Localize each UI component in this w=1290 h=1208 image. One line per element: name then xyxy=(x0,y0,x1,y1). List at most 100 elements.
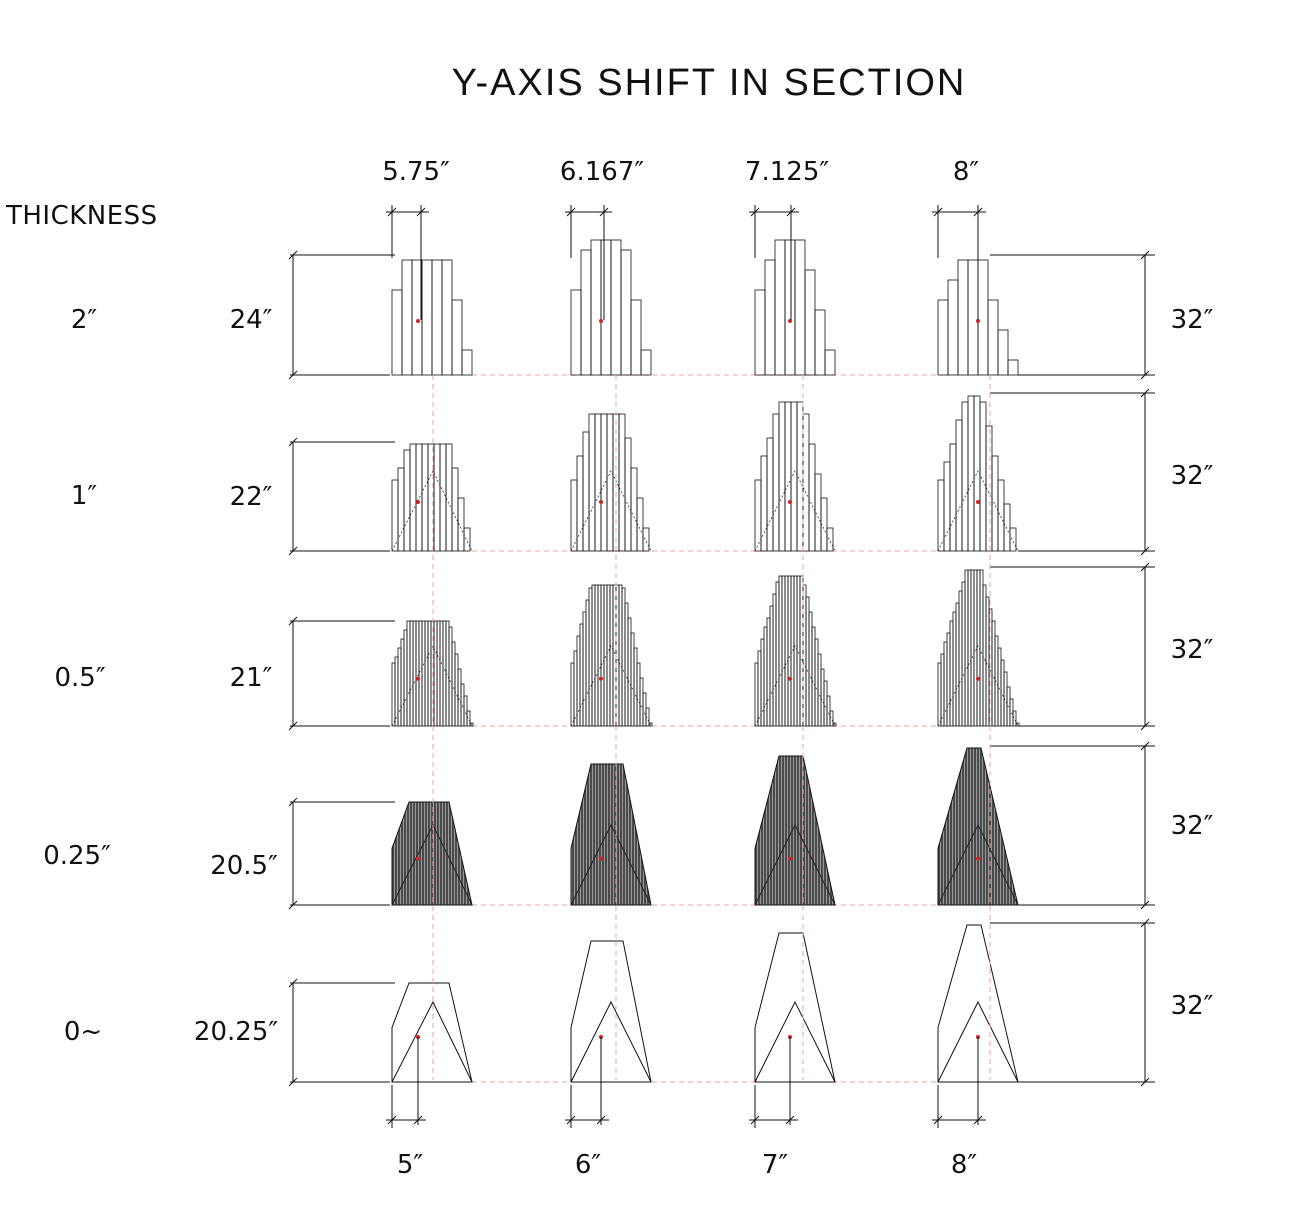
section-slat xyxy=(441,259,453,376)
inner-triangle xyxy=(937,470,1019,552)
dimension-tick xyxy=(1140,918,1150,928)
centroid-dot xyxy=(599,499,603,504)
section-slat xyxy=(952,611,957,727)
top-dimension-label: 6.167″ xyxy=(559,157,645,187)
section-slat xyxy=(451,299,463,376)
section-slat xyxy=(817,653,822,727)
right-height-label: 32″ xyxy=(1170,811,1214,841)
section-slat xyxy=(961,401,969,552)
section-slat xyxy=(808,611,813,727)
dimension-tick xyxy=(288,437,298,447)
left-height-label: 24″ xyxy=(229,305,273,335)
section-slat xyxy=(790,575,795,727)
section-slat xyxy=(433,443,441,552)
diagram-title: Y-AXIS SHIFT IN SECTION xyxy=(451,62,967,104)
section-slat xyxy=(787,575,792,727)
section-slat xyxy=(832,722,837,727)
top-dimension-label: 5.75″ xyxy=(382,157,450,187)
section-slat xyxy=(400,638,405,727)
dimension-tick xyxy=(288,370,298,380)
section-slat xyxy=(603,584,608,727)
section-slat xyxy=(600,239,612,376)
section-slat xyxy=(610,239,622,376)
dimension-tick xyxy=(1140,562,1150,572)
section-slat xyxy=(451,641,456,727)
inner-triangle xyxy=(754,1000,836,1083)
section-slat xyxy=(796,575,801,727)
section-slat xyxy=(997,479,1005,552)
section-outline xyxy=(754,932,836,1083)
section-slat xyxy=(955,602,960,727)
section-slat xyxy=(937,479,945,552)
section-slat xyxy=(784,575,789,727)
bottom-dimension-label: 6″ xyxy=(574,1150,602,1180)
section-slat xyxy=(397,647,402,727)
section-slat xyxy=(591,584,596,727)
section-slat xyxy=(997,647,1002,727)
thickness-header: THICKNESS xyxy=(6,201,158,231)
section-slat xyxy=(576,455,584,552)
centroid-dot xyxy=(976,499,980,504)
section-slat xyxy=(633,647,638,727)
section-slat xyxy=(442,620,447,727)
section-hatched xyxy=(754,755,836,906)
section-slat xyxy=(460,683,465,727)
section-slat xyxy=(427,620,432,727)
section-slat xyxy=(466,710,471,727)
top-dimension-label: 7.125″ xyxy=(744,157,830,187)
section-slat xyxy=(600,413,608,552)
section-slat xyxy=(947,279,959,376)
section-slat xyxy=(594,584,599,727)
centroid-dot xyxy=(788,499,792,504)
inner-triangle xyxy=(754,645,836,727)
section-slat xyxy=(970,569,975,727)
section-slat xyxy=(585,599,590,727)
section-slat xyxy=(570,662,575,727)
thickness-label: 1″ xyxy=(70,481,98,511)
section-slat xyxy=(421,259,433,376)
inner-triangle xyxy=(570,823,652,906)
dimension-tick xyxy=(1140,250,1150,260)
section-slat xyxy=(418,620,423,727)
right-height-label: 32″ xyxy=(1170,991,1214,1021)
right-height-label: 32″ xyxy=(1170,305,1214,335)
section-slat xyxy=(630,467,638,552)
section-slat xyxy=(409,620,414,727)
section-slat xyxy=(979,401,987,552)
dimension-tick xyxy=(288,250,298,260)
section-slat xyxy=(778,401,786,552)
inner-triangle xyxy=(391,1000,473,1083)
section-slat xyxy=(600,584,605,727)
section-slat xyxy=(826,695,831,727)
section-slat xyxy=(391,479,399,552)
section-slat xyxy=(790,401,798,552)
centroid-dot xyxy=(416,856,420,861)
section-slat xyxy=(804,269,816,376)
section-slat xyxy=(570,289,582,376)
section-slat xyxy=(766,617,771,727)
section-slat xyxy=(439,620,444,727)
centroid-dot xyxy=(976,856,980,861)
section-slat xyxy=(772,593,777,727)
dimension-tick xyxy=(288,721,298,731)
section-slat xyxy=(639,677,644,727)
section-slat xyxy=(796,401,804,552)
section-slat xyxy=(937,299,949,376)
section-slat xyxy=(814,309,826,376)
section-slat xyxy=(943,461,951,552)
dimension-tick xyxy=(1140,546,1150,556)
dimension-tick xyxy=(1140,370,1150,380)
section-slat xyxy=(579,623,584,727)
section-slat xyxy=(636,497,644,552)
section-slat xyxy=(754,479,762,552)
section-slat xyxy=(630,299,642,376)
thickness-label: 0.25″ xyxy=(43,841,111,871)
section-slat xyxy=(424,620,429,727)
section-slat xyxy=(1012,710,1017,727)
section-slat xyxy=(409,443,417,552)
section-outline xyxy=(391,982,473,1083)
section-slat xyxy=(403,449,411,552)
section-slat xyxy=(618,584,623,727)
section-slat xyxy=(781,575,786,727)
